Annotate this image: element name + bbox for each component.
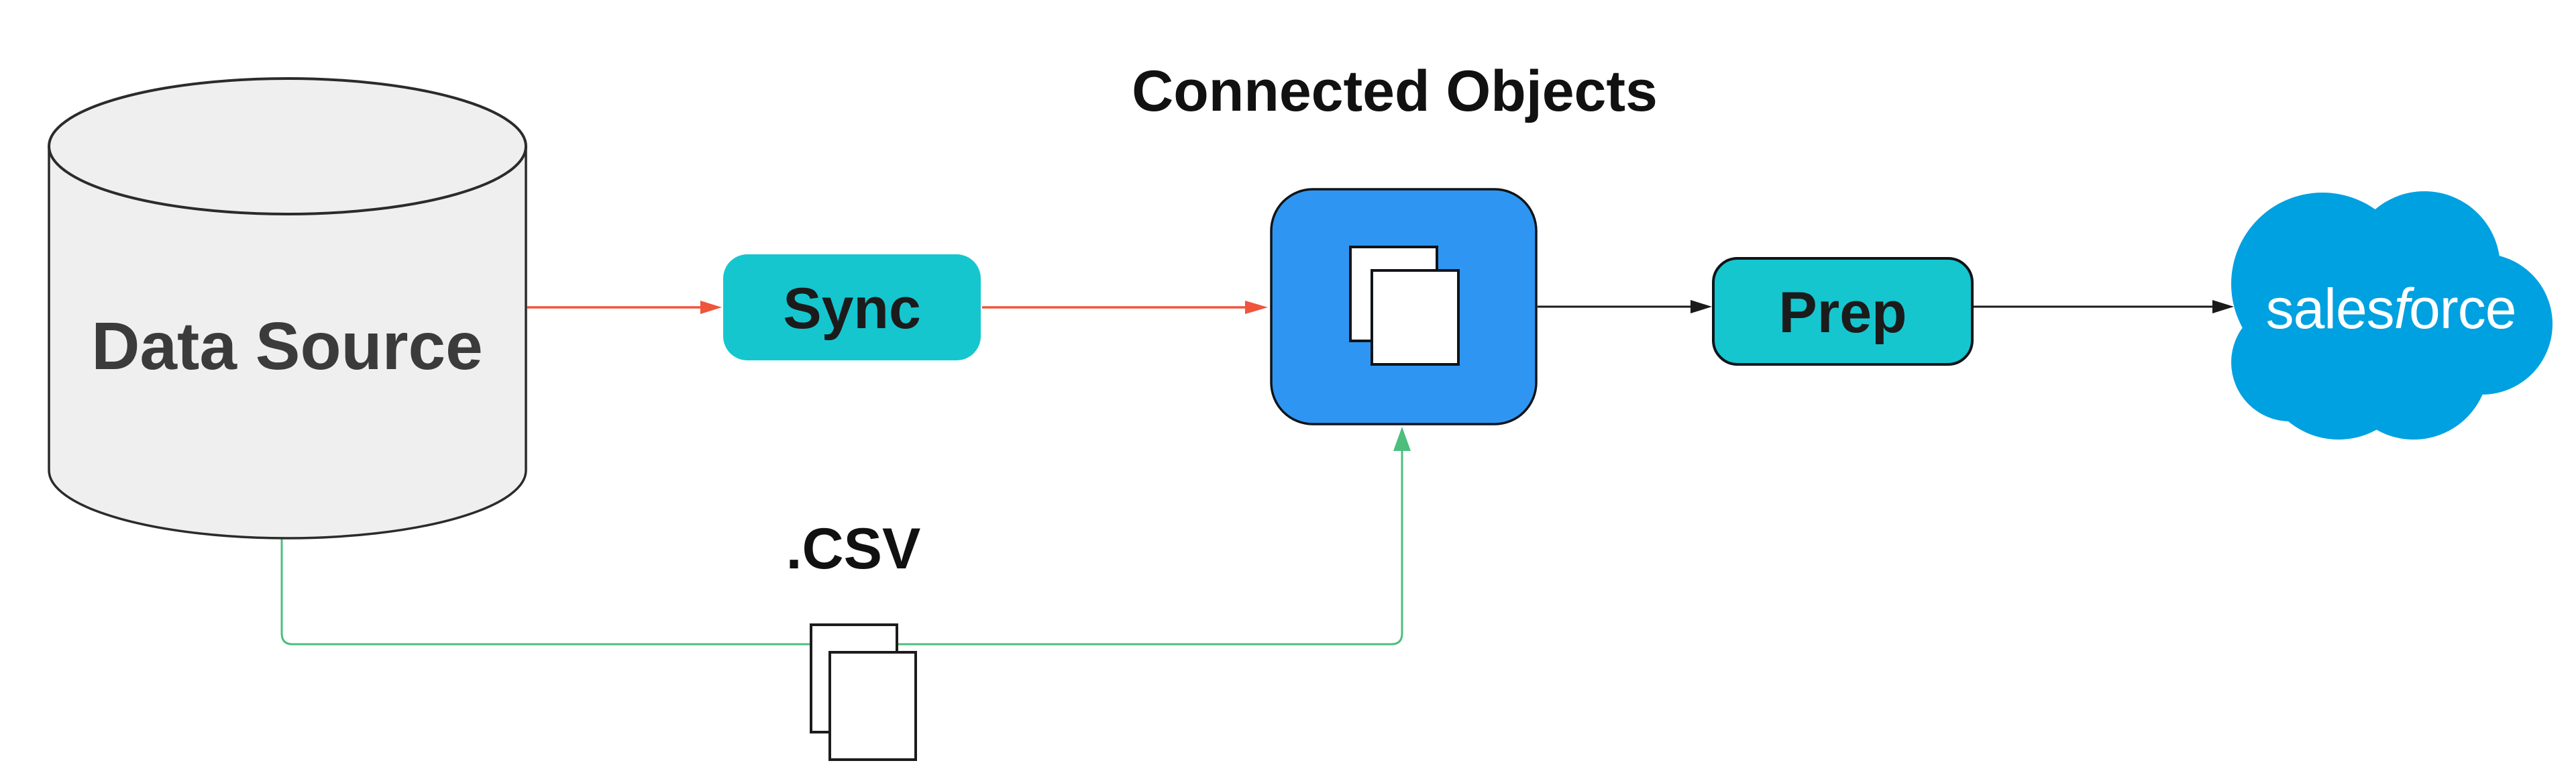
arrowhead-icon [1245,301,1268,314]
documents-icon [1349,246,1460,366]
arrow-datasource-to-sync [527,301,722,314]
csv-files-icon [810,623,917,761]
csv-label: .CSV [786,517,921,581]
arrow-connected-to-prep [1538,300,1712,313]
arrowhead-icon [1690,300,1712,313]
connected-objects-node [1270,188,1538,425]
sync-pill [723,254,981,360]
data-source-label: Data Source [91,309,483,384]
salesforce-wordmark: salesforce [2266,277,2516,340]
csv-annotation: .CSV [786,517,921,761]
csv-flow-arrowhead-icon [1393,427,1411,451]
arrowhead-icon [2212,300,2234,313]
csv-file-front [828,651,917,761]
salesforce-logo: salesforce [2231,191,2553,440]
arrowhead-icon [700,301,722,314]
document-front [1371,269,1460,366]
sync-label: Sync [783,276,921,341]
cylinder-body [48,146,527,540]
prep-node: Prep [1712,257,1974,366]
data-source-node: Data Source [48,77,527,540]
arrow-prep-to-salesforce [1974,300,2234,313]
connected-objects-title: Connected Objects [1132,59,1658,123]
salesforce-cloud-icon [2231,191,2553,440]
arrow-sync-to-connected [982,301,1268,314]
prep-pill [1712,257,1974,366]
prep-label: Prep [1778,281,1907,345]
sync-node: Sync [723,254,981,360]
cylinder-top [48,77,527,215]
